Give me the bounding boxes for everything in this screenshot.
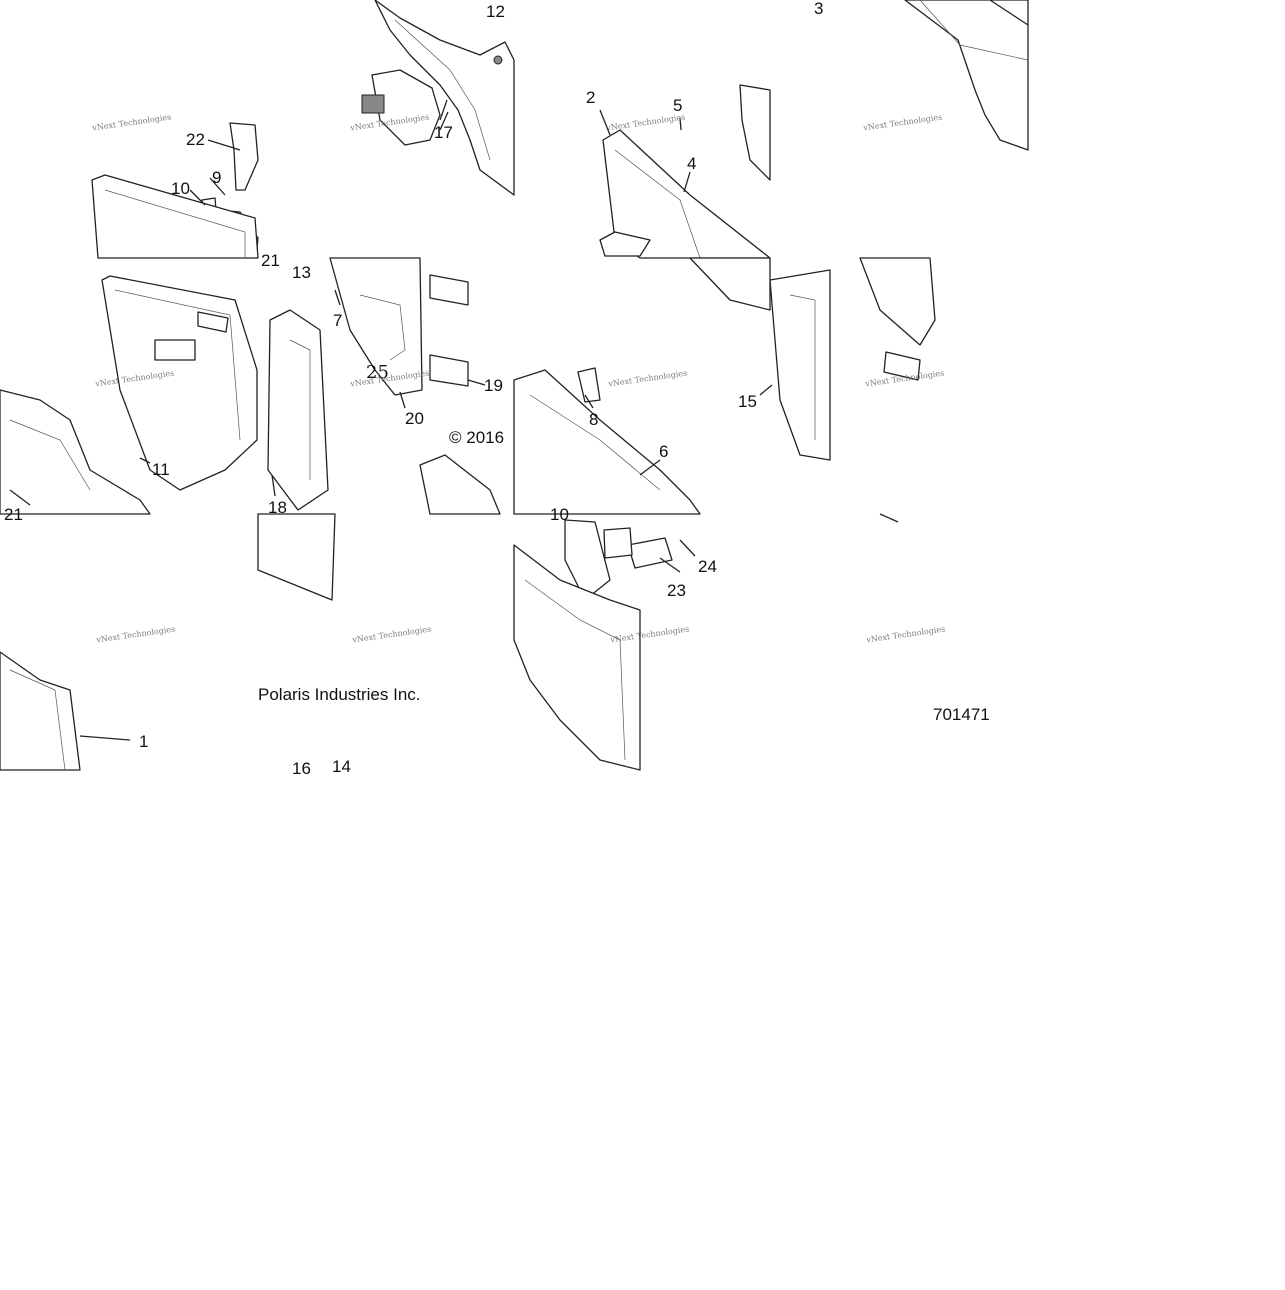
- door-inner-4b: [689, 257, 771, 311]
- callout-8: 8: [589, 410, 599, 429]
- callout-14: 14: [332, 757, 351, 776]
- copyright-text: © 2016: [449, 428, 505, 447]
- door-frame-6: [513, 369, 701, 515]
- hinge-bracket: [197, 311, 229, 333]
- callout-12: 12: [486, 2, 505, 21]
- callout-10-lower: 10: [550, 505, 569, 524]
- callout-17: 17: [434, 123, 453, 142]
- door-frame-lower: [419, 454, 501, 515]
- leader-lines: [9, 99, 773, 741]
- callout-6: 6: [659, 442, 669, 461]
- callout-3: 3: [814, 0, 824, 18]
- side-panel-3: [904, 0, 1029, 151]
- callout-20: 20: [405, 409, 424, 428]
- callout-2: 2: [586, 88, 596, 107]
- door-panel-18: [267, 309, 329, 511]
- callout-1: 1: [139, 732, 149, 751]
- callout-19: 19: [484, 376, 503, 395]
- door-frame-left: [91, 174, 259, 259]
- side-panel-15: [769, 269, 831, 461]
- callout-11: 11: [152, 460, 170, 479]
- callout-10: 10: [171, 179, 190, 198]
- callout-22: 22: [186, 130, 205, 149]
- drawing-number: 701471: [933, 705, 990, 724]
- callout-18: 18: [268, 498, 287, 517]
- callout-7: 7: [333, 311, 343, 330]
- inner-panel-4: [739, 84, 771, 181]
- handle-right: [883, 351, 921, 381]
- latch-8: [577, 367, 601, 403]
- hinge-19: [429, 354, 469, 387]
- callout-15: 15: [738, 392, 757, 411]
- company-name: Polaris Industries Inc.: [258, 685, 421, 704]
- handle-6: [599, 231, 651, 257]
- callout-21-lower: 21: [4, 505, 23, 524]
- callout-25: 25: [366, 362, 389, 383]
- callout-5: 5: [673, 96, 683, 115]
- callout-23: 23: [667, 581, 686, 600]
- callout-9: 9: [212, 168, 222, 187]
- hinge-right: [859, 257, 936, 346]
- latch-16: [564, 519, 611, 601]
- handle-23: [627, 537, 673, 569]
- callout-21-upper: 21: [261, 251, 280, 270]
- callout-24: 24: [698, 557, 717, 576]
- door-panel-1: [0, 651, 81, 771]
- bracket-22: [229, 122, 259, 191]
- callout-4: 4: [687, 154, 697, 173]
- latch-bracket: [603, 527, 633, 559]
- latch-plate-13: [329, 257, 423, 396]
- callout-13: 13: [292, 263, 311, 282]
- inner-panel-lower: [513, 544, 641, 771]
- door-edge-upper: [257, 513, 336, 601]
- upper-door-frame: [374, 0, 515, 196]
- frame-left-lower: [0, 389, 151, 515]
- hinge-upper: [429, 274, 469, 306]
- latch-plate-17: [371, 69, 441, 146]
- callout-16: 16: [292, 759, 311, 778]
